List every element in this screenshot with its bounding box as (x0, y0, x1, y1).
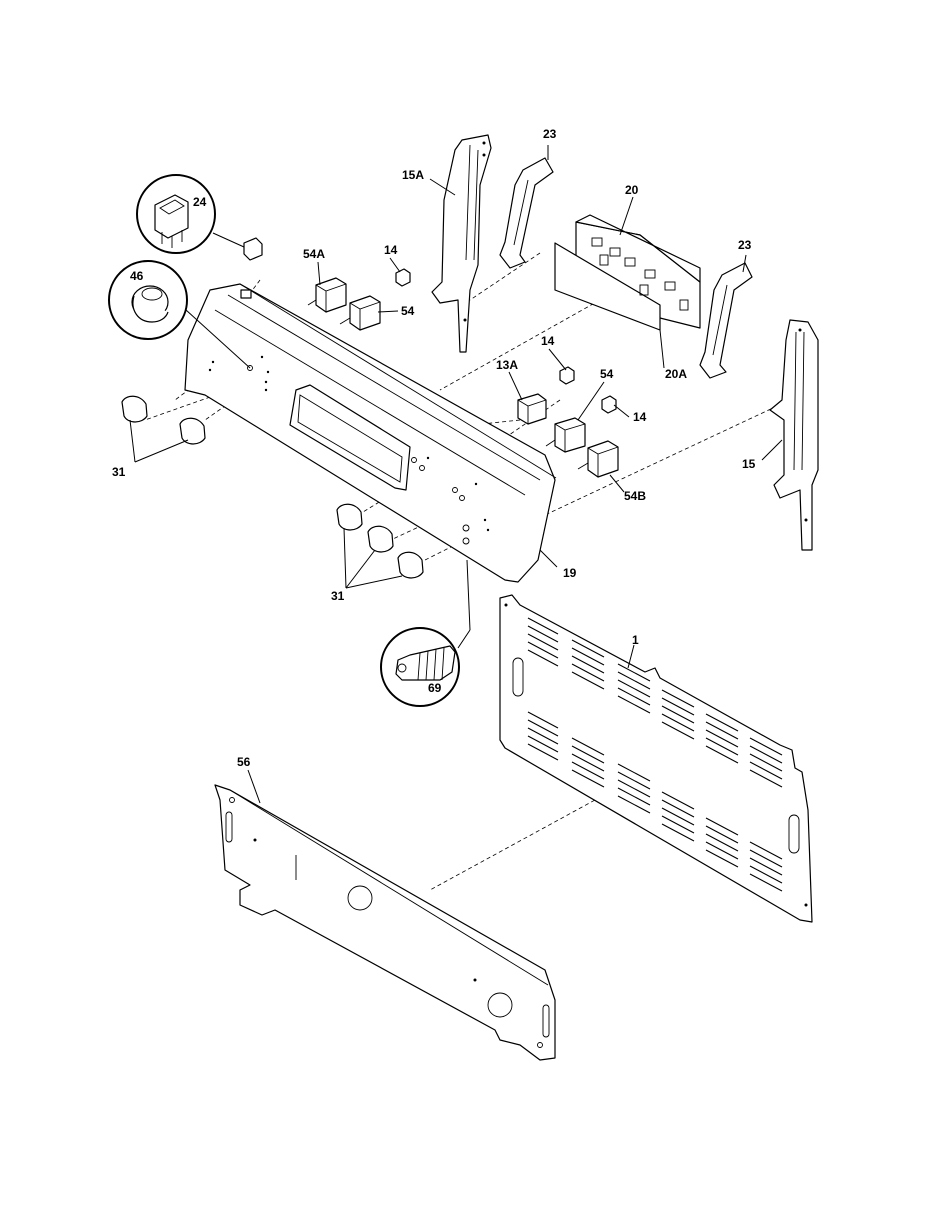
switch-13A (517, 393, 547, 425)
side-bracket-right-15 (769, 319, 819, 551)
switch-54B (577, 440, 619, 478)
detail-circle-24 (136, 174, 216, 254)
end-cap-23-left (499, 157, 554, 269)
callout-labels: 24 46 69 23 20 23 15A 54A 14 54 14 13A 5… (112, 127, 756, 769)
side-bracket-left-15A (431, 134, 492, 353)
callout-54A: 54A (303, 247, 325, 261)
electronic-control-20 (554, 214, 701, 331)
end-cap-23-right (699, 262, 753, 379)
callout-14-b: 14 (541, 334, 555, 348)
callout-56: 56 (237, 755, 251, 769)
callout-19: 19 (563, 566, 577, 580)
callout-14-c: 14 (633, 410, 647, 424)
callout-31-right: 31 (331, 589, 345, 603)
louvers (527, 617, 783, 892)
detail-circle-46 (108, 260, 188, 340)
rear-panel-1 (499, 594, 813, 923)
detail-circle-69 (380, 627, 460, 707)
callout-24: 24 (193, 195, 207, 209)
callout-1: 1 (632, 633, 639, 647)
callout-31-left: 31 (112, 465, 126, 479)
knobs-31-left (121, 395, 206, 445)
leader-lines (129, 145, 783, 804)
switch-54-lower (545, 417, 586, 453)
rocker-switch-24 (243, 237, 263, 261)
callout-13A: 13A (496, 358, 518, 372)
callout-15: 15 (742, 457, 756, 471)
callout-20: 20 (625, 183, 639, 197)
control-panel-19 (184, 283, 557, 583)
callout-54-lower: 54 (600, 367, 614, 381)
callout-20A: 20A (665, 367, 687, 381)
callout-15A: 15A (402, 168, 424, 182)
callout-23-right: 23 (738, 238, 752, 252)
switch-54A (307, 277, 347, 313)
callout-54-upper: 54 (401, 304, 415, 318)
lower-back-panel-56 (214, 784, 556, 1061)
callout-23-left: 23 (543, 127, 557, 141)
knobs-31-right (336, 503, 424, 579)
callout-46: 46 (130, 269, 144, 283)
callout-69: 69 (428, 681, 442, 695)
callout-54B: 54B (624, 489, 646, 503)
indicator-lamp-14-b (559, 366, 575, 385)
callout-14-a: 14 (384, 243, 398, 257)
indicator-lamp-14-a (395, 268, 411, 287)
switch-54-upper (339, 295, 381, 331)
indicator-lamp-14-c (601, 395, 617, 414)
